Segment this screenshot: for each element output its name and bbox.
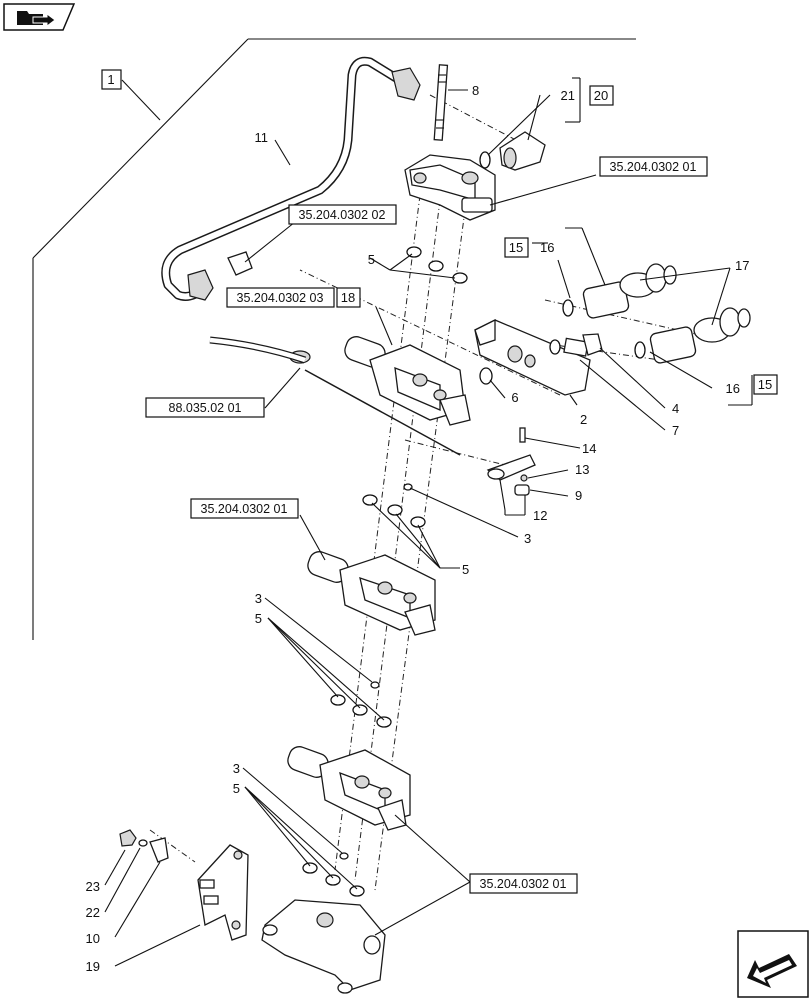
seal-group-4	[302, 852, 365, 897]
top-end-cover	[404, 154, 496, 221]
part-label-19: 19	[86, 959, 100, 974]
quick-coupler-lower	[634, 307, 751, 364]
part-label-5-top: 5	[368, 252, 375, 267]
ref-box-4[interactable]: 88.035.02 01	[145, 397, 265, 418]
part-label-5-lower-mid: 5	[255, 611, 262, 626]
part-label-6: 6	[511, 390, 518, 405]
part-label-15-upper: 15	[509, 240, 523, 255]
part-label-2: 2	[580, 412, 587, 427]
ref-label-4: 88.035.02 01	[169, 401, 242, 415]
part-label-21: 21	[561, 88, 575, 103]
ref-box-6[interactable]: 35.204.0302 01	[469, 873, 578, 894]
part-label-3-upper: 3	[524, 531, 531, 546]
stud-bolt	[433, 64, 449, 141]
seal-group-2	[362, 483, 426, 528]
part-label-3-low: 3	[233, 761, 240, 776]
part-label-9: 9	[575, 488, 582, 503]
ref-label-3: 35.204.0302 03	[237, 291, 324, 305]
arrow-icon	[737, 930, 809, 998]
control-valve-section-middle	[307, 551, 436, 636]
part-label-15-lower: 15	[758, 377, 772, 392]
mounting-bracket	[197, 844, 249, 941]
part-label-11: 11	[255, 130, 269, 145]
part-label-17: 17	[735, 258, 749, 273]
part-label-5-mid: 5	[462, 562, 469, 577]
part-label-10: 10	[86, 931, 100, 946]
coupler-block	[474, 318, 591, 396]
part-label-13: 13	[575, 462, 589, 477]
seal-group-3	[330, 681, 392, 728]
part-label-4: 4	[672, 401, 679, 416]
part-label-16-lower: 16	[726, 381, 740, 396]
ref-label-5: 35.204.0302 01	[201, 502, 288, 516]
hydraulic-tube	[161, 56, 421, 301]
part-box-18: 18	[336, 287, 361, 308]
part-label-8: 8	[472, 83, 479, 98]
part-label-1: 1	[107, 72, 114, 87]
part-box-15-upper: 15	[504, 237, 529, 258]
part-numbers: 11 8 21 5 16 17 6 2 4 7 16 14 13 9 12 3 …	[86, 83, 750, 974]
ref-label-1: 35.204.0302 01	[610, 160, 697, 174]
part-box-1: 1	[101, 69, 122, 90]
bottom-end-cover	[261, 899, 386, 994]
part-label-12: 12	[533, 508, 547, 523]
fitting-21	[479, 131, 546, 171]
ref-box-1[interactable]: 35.204.0302 01	[599, 156, 708, 177]
ref-label-2: 35.204.0302 02	[299, 208, 386, 222]
part-label-18: 18	[341, 290, 355, 305]
ref-label-6: 35.204.0302 01	[480, 877, 567, 891]
previous-page-button[interactable]	[3, 3, 76, 31]
ref-box-5[interactable]: 35.204.0302 01	[190, 498, 299, 519]
control-valve-section-lower	[287, 746, 411, 831]
folder-arrow-icon	[3, 3, 76, 31]
lever-assembly	[486, 427, 536, 496]
leader-lines	[104, 77, 753, 967]
part-label-7: 7	[672, 423, 679, 438]
part-box-15-lower: 15	[753, 374, 778, 395]
quick-coupler-upper	[562, 263, 677, 319]
control-valve-section-top	[209, 336, 493, 456]
part-box-20: 20	[589, 85, 614, 106]
part-label-23: 23	[86, 879, 100, 894]
part-label-5-low: 5	[233, 781, 240, 796]
part-label-16-upper: 16	[540, 240, 554, 255]
part-label-22: 22	[86, 905, 100, 920]
part-label-14: 14	[582, 441, 596, 456]
next-page-button[interactable]	[737, 930, 809, 998]
frame-lines	[32, 38, 636, 640]
ref-box-3[interactable]: 35.204.0302 03	[226, 287, 335, 308]
ref-box-2[interactable]: 35.204.0302 02	[288, 204, 397, 225]
adapter-fitting	[549, 333, 603, 357]
part-label-3-mid: 3	[255, 591, 262, 606]
part-label-20: 20	[594, 88, 608, 103]
small-hardware	[119, 829, 169, 863]
